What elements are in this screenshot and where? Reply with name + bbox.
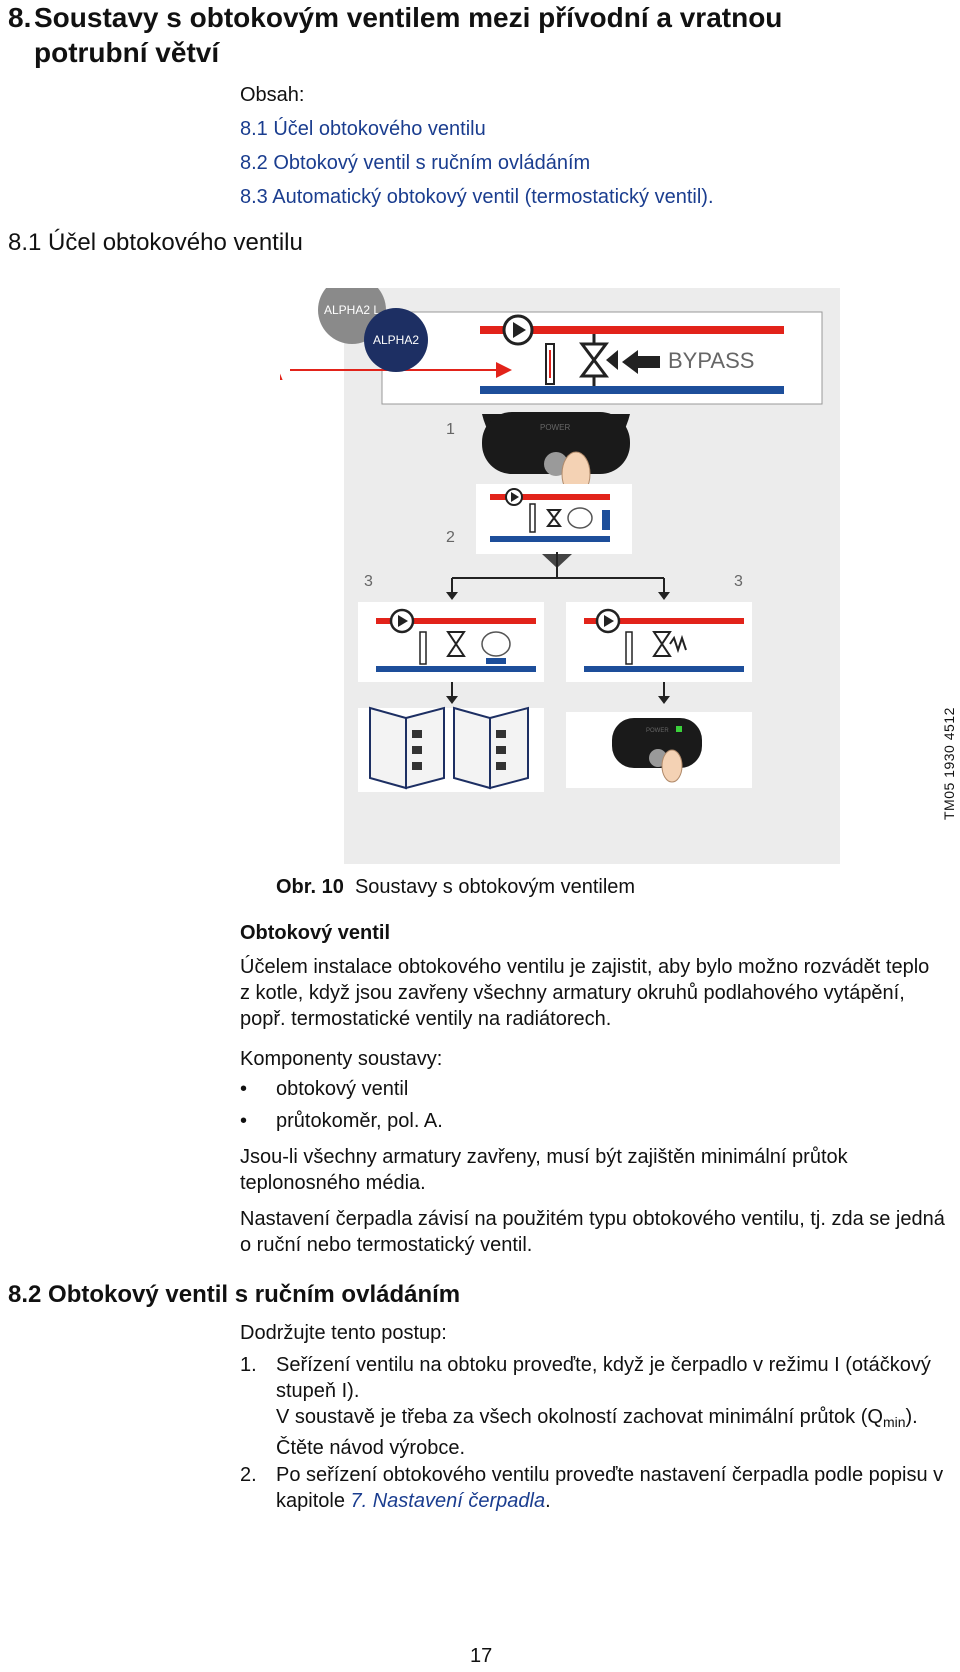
caption-number: 10 [321,876,344,898]
section-title-line-1: Soustavy s obtokovým ventilem mezi přívo… [34,2,783,33]
bullet-dot: • [240,1078,248,1100]
bullet-item-2: • průtokoměr, pol. A. [240,1110,443,1133]
bypass-para-1: Účelem instalace obtokového ventilu je z… [240,956,930,1030]
step-number: 2. [240,1464,257,1486]
step-number: 1. [240,1354,257,1376]
bypass-label: BYPASS [668,348,754,373]
return-pipe [480,386,784,394]
step-1-text-b: V soustavě je třeba za všech okolností z… [276,1406,918,1459]
finger-icon-2 [661,749,683,783]
valve-icon-2 [546,509,562,527]
thermostatic-valve-icon [652,631,672,657]
step-2-text: Po seřízení obtokového ventilu proveďte … [276,1464,944,1512]
toc-link-8-3[interactable]: 8.3 Automatický obtokový ventil (termost… [240,186,714,208]
contents-list: Obsah: 8.1 Účel obtokového ventilu 8.2 O… [240,78,714,214]
caption-text: Soustavy s obtokovým ventilem [354,876,636,898]
section-8-1-heading: 8.1 Účel obtokového ventilu [8,229,303,256]
section-title-line-2: potrubní větví [34,37,220,68]
procedure-step-1: 1. Seřízení ventilu na obtoku proveďte, … [240,1352,960,1461]
power-label-2: POWER [646,728,669,734]
section-number: 8. [8,2,32,33]
bullet-item-1: • obtokový ventil [240,1078,408,1101]
step-3-right-label: 3 [734,573,743,590]
bullet-dot: • [240,1110,248,1132]
step-1-label: 1 [446,421,455,438]
bypass-para-3: Nastavení čerpadla závisí na použitém ty… [240,1208,945,1256]
bypass-valve-icon [579,334,618,386]
step-3-left-label: 3 [364,573,373,590]
bullet-text: průtokoměr, pol. A. [276,1110,443,1132]
installation-manuals-icon [358,706,544,792]
bullet-text: obtokový ventil [276,1078,409,1100]
step-1-text-a: Seřízení ventilu na obtoku proveďte, kdy… [276,1354,931,1402]
hand-icon-1 [567,507,593,529]
figure-caption: Obr. 10 Soustavy s obtokovým ventilem [276,876,635,899]
step-2-label: 2 [446,529,455,546]
hand-icon-2 [481,631,511,657]
contents-label: Obsah: [240,84,305,106]
valve-icon-3 [446,631,466,657]
supply-pipe [480,326,784,334]
toc-link-8-1[interactable]: 8.1 Účel obtokového ventilu [240,118,486,140]
procedure-intro: Dodržujte tento postup: [240,1322,447,1344]
toc-link-8-2[interactable]: 8.2 Obtokový ventil s ručním ovládáním [240,152,591,174]
procedure-step-2: 2. Po seřízení obtokového ventilu proveď… [240,1462,960,1514]
bypass-systems-figure: BYPASS A ALPHA2 L ALPHA2 1 POWER 2 3 3 [280,288,840,864]
position-a-label: A [280,355,283,386]
caption-prefix: Obr. [276,876,317,898]
alpha2-label: ALPHA2 [373,333,419,347]
alpha2l-label: ALPHA2 L [324,303,380,317]
section-8-heading: 8.Soustavy s obtokovým ventilem mezi pří… [8,0,908,70]
components-label: Komponenty soustavy: [240,1048,443,1070]
section-8-2-heading: 8.2 Obtokový ventil s ručním ovládáním [8,1281,461,1308]
chapter-7-link[interactable]: 7. Nastavení čerpadla [350,1490,546,1512]
page-number: 17 [470,1645,493,1667]
bypass-para-2: Jsou-li všechny armatury zavřeny, musí b… [240,1146,848,1194]
bypass-arrow-icon [622,350,660,374]
figure-code: TM05 1930 4512 [941,707,957,820]
bypass-subtitle: Obtokový ventil [240,922,391,944]
power-label-1: POWER [540,423,570,432]
alpha2-bubble [364,308,428,372]
